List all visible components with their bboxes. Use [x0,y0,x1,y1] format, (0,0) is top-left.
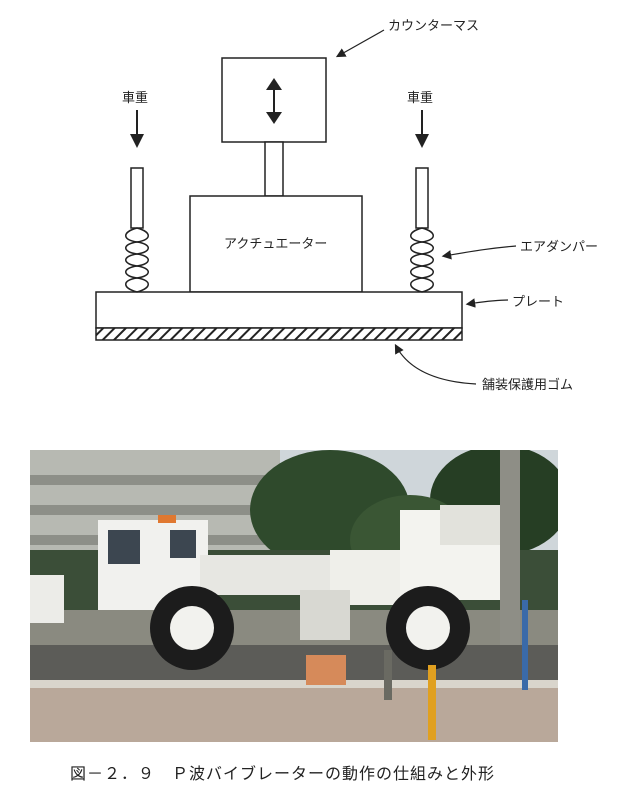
rubber-label: 舗装保護用ゴム [482,377,573,393]
up-arrow-icon [266,78,282,90]
air-damper-left [125,167,149,293]
counter-mass-leader [335,29,385,58]
down-arrow-icon [266,112,282,124]
actuator-box [189,195,363,293]
down-arrow-icon [415,134,429,148]
rubber-leader [394,343,477,385]
plate-label: プレート [512,295,564,310]
axle-load-left: 車重 [122,90,148,148]
air-damper-label: エアダンパー [520,240,598,255]
axle-load-right-label: 車重 [407,90,433,106]
vibrator-mechanism-diagram: アクチュエーター 車重 車重 カウンターマス エアダンパー プレート 舗装保護用… [95,19,598,393]
air-damper-right [410,167,434,293]
down-arrow-icon [130,134,144,148]
vibrator-truck-photo [30,450,558,742]
pavement-rubber [95,327,463,341]
truck-photo-illustration [30,450,558,742]
actuator-shaft [264,141,284,197]
plate-leader [465,298,509,308]
plate [95,291,463,329]
axle-load-left-label: 車重 [122,90,148,106]
counter-mass-box [221,57,327,143]
actuator-label: アクチュエーター [224,237,327,252]
air-damper-leader [441,245,517,260]
counter-mass-label: カウンターマス [388,19,479,34]
figure-caption: 図－２．９ Ｐ波バイブレーターの動作の仕組みと外形 [70,764,496,783]
axle-load-right: 車重 [407,90,433,148]
